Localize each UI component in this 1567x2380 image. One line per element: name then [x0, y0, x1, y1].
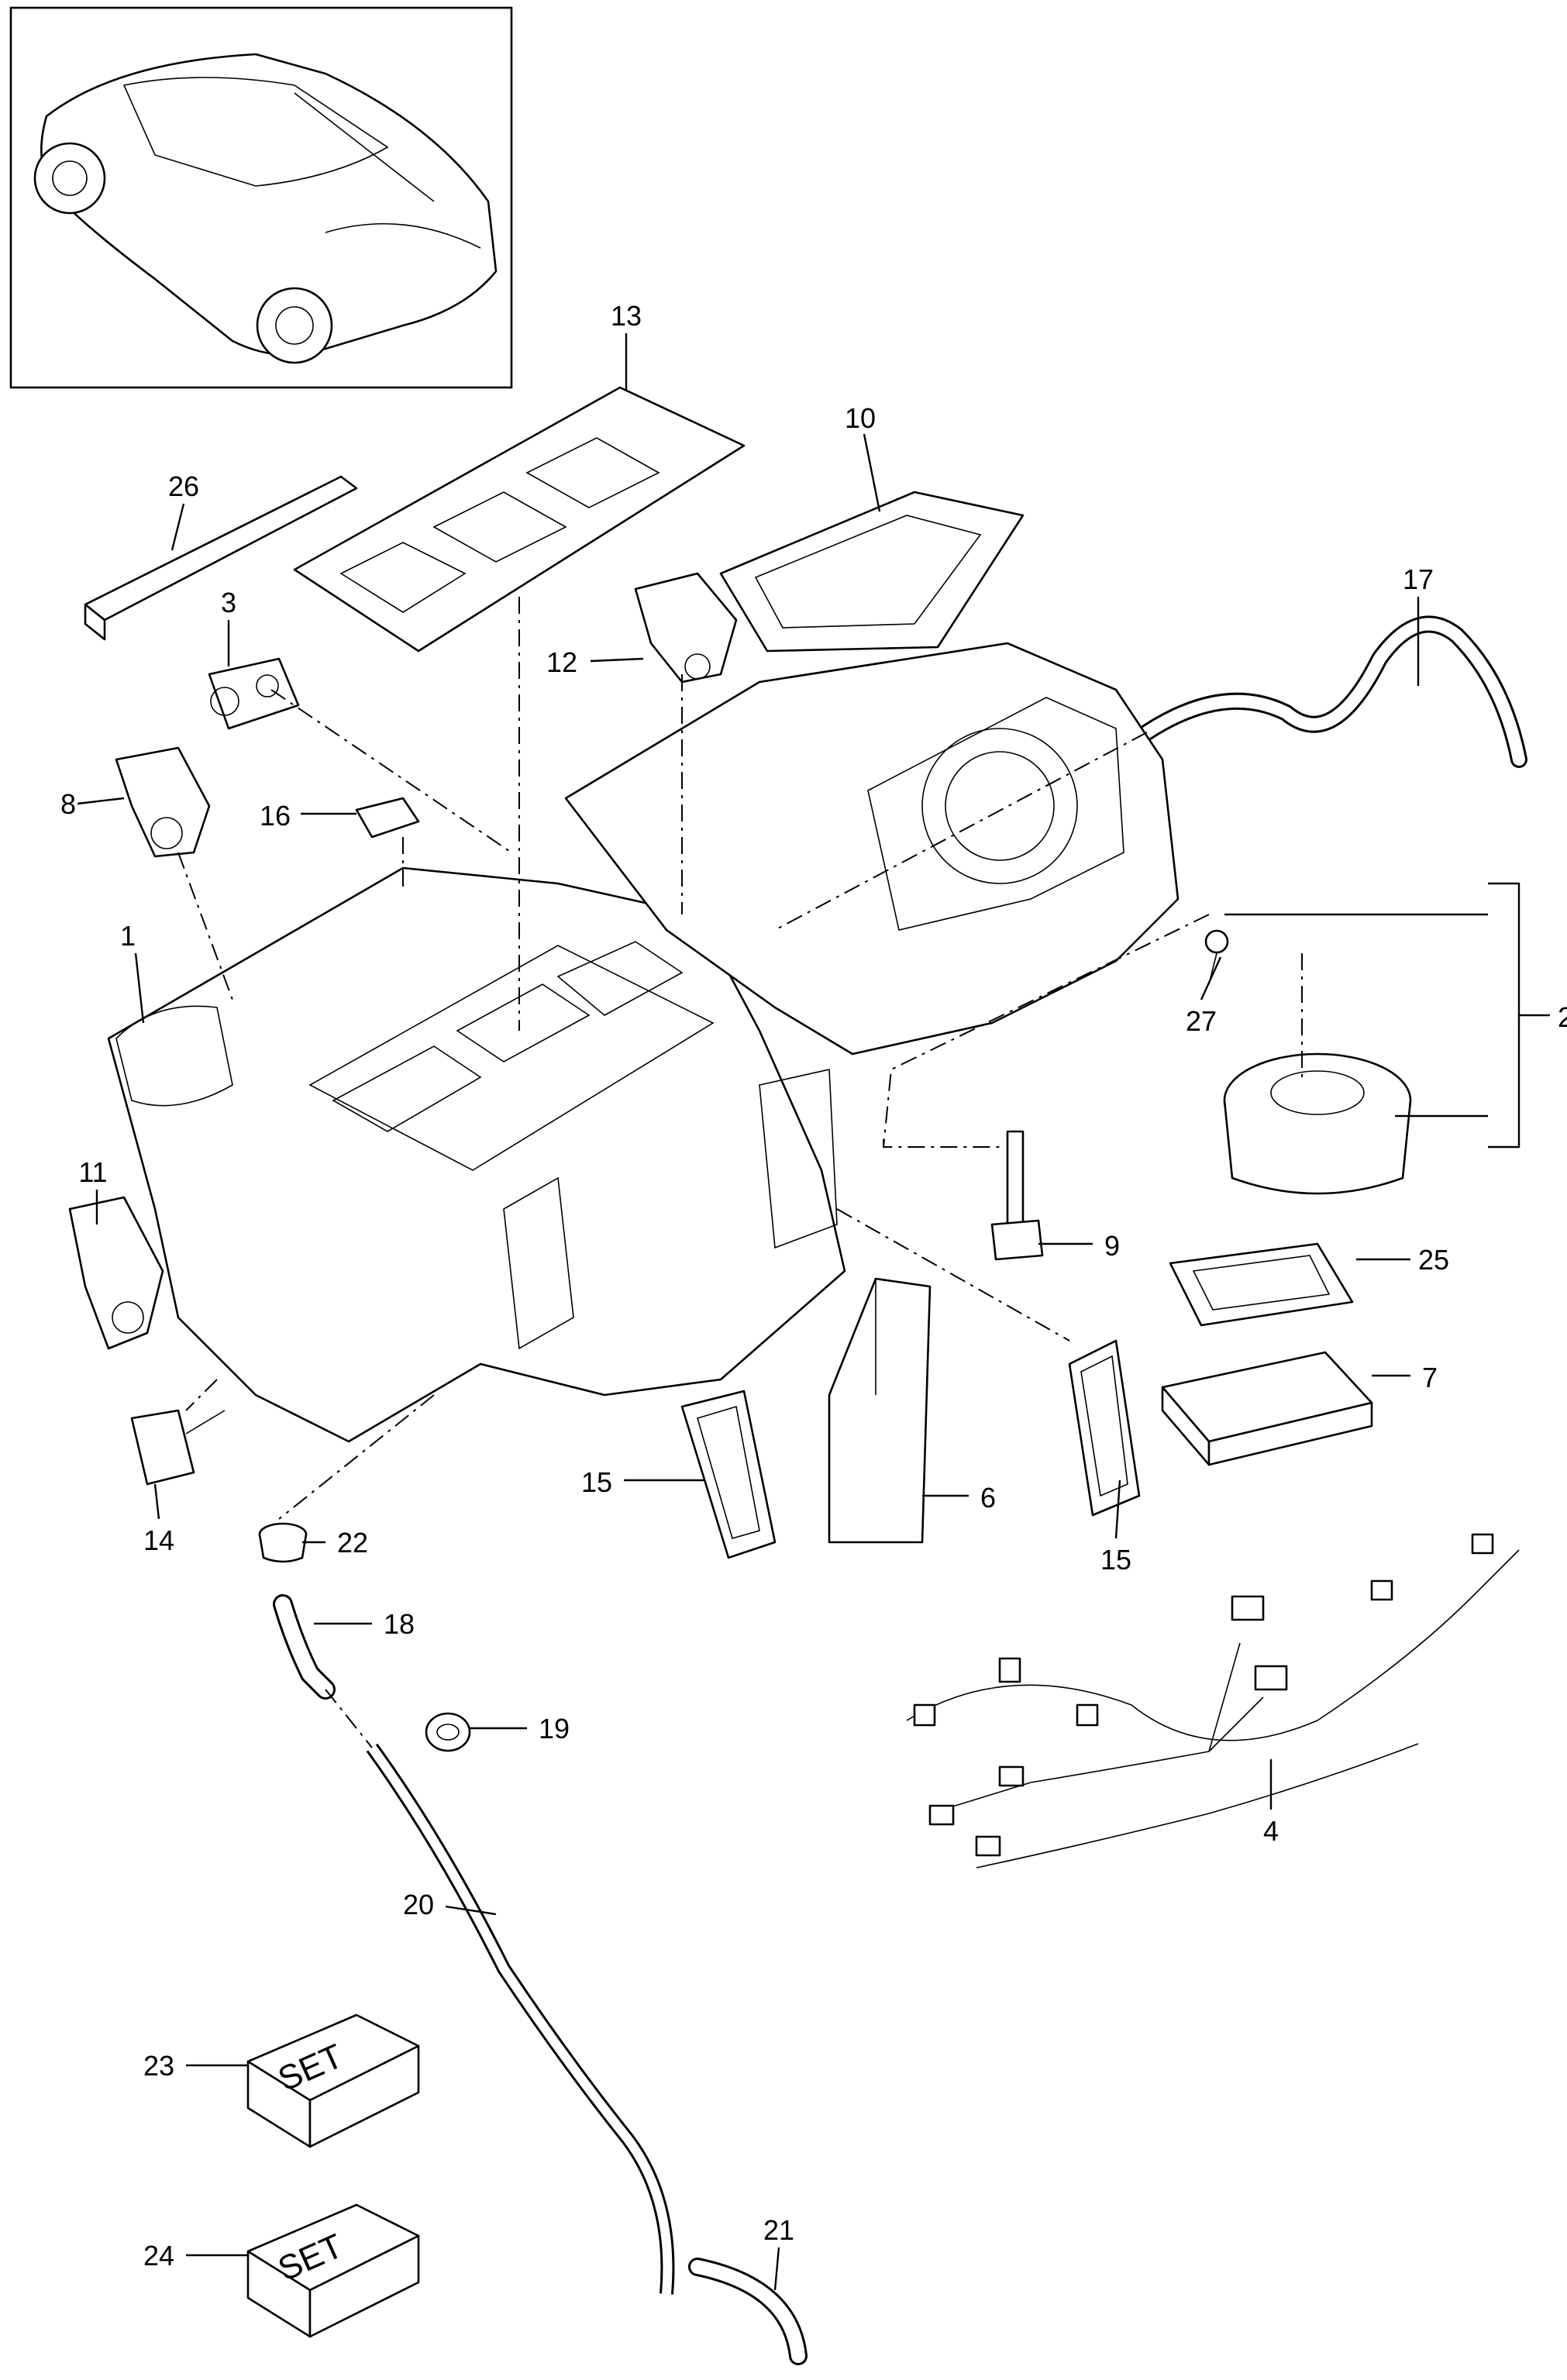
part-13-frame	[293, 386, 746, 653]
part-14-sensor	[130, 1409, 226, 1486]
callout-13: 13	[611, 300, 642, 332]
callout-10: 10	[845, 402, 876, 434]
part-20-drain-tube	[366, 1743, 675, 2295]
callout-6: 6	[980, 1482, 996, 1514]
part-27-sensor	[1204, 929, 1229, 985]
part-9-sensor	[990, 1130, 1044, 1261]
part-15-seal-right	[1068, 1339, 1141, 1517]
callout-15b: 15	[1100, 1544, 1131, 1576]
blower-housing	[564, 642, 1180, 1056]
part-25-seal	[1169, 1242, 1354, 1327]
part-15-seal-left	[680, 1390, 777, 1559]
callout-14: 14	[143, 1524, 174, 1556]
callout-11: 11	[78, 1156, 107, 1188]
part-21-fitting	[688, 2258, 808, 2365]
part-8-actuator	[115, 746, 211, 858]
part-11-actuator	[68, 1196, 164, 1350]
callout-7: 7	[1422, 1362, 1438, 1393]
callout-3: 3	[221, 587, 236, 618]
callout-27: 27	[1186, 1005, 1217, 1037]
part-7-filter	[1161, 1351, 1373, 1466]
part-6-heater-core	[828, 1277, 932, 1544]
callout-17: 17	[1403, 563, 1434, 595]
part-23-set-box: SET	[246, 2013, 420, 2148]
callout-19: 19	[539, 1713, 570, 1745]
part-2-blower-motor	[1223, 1052, 1412, 1195]
part-16-clip	[355, 797, 420, 839]
callout-12: 12	[546, 646, 577, 678]
part-10-gasket	[719, 491, 1025, 653]
callout-9: 9	[1104, 1230, 1120, 1262]
callout-15a: 15	[581, 1466, 612, 1498]
alignment-lines	[177, 597, 1303, 1748]
part-12-actuator	[634, 572, 738, 684]
callout-25: 25	[1418, 1244, 1449, 1276]
part-19-grommet	[425, 1712, 471, 1752]
vehicle-thumbnail	[9, 6, 513, 389]
part-4-wiring-harness	[906, 1533, 1520, 1869]
callout-16: 16	[260, 800, 291, 832]
callout-22: 22	[337, 1527, 368, 1559]
callout-2: 2	[1558, 1001, 1567, 1033]
callout-24: 24	[143, 2240, 174, 2272]
callout-21: 21	[763, 2214, 794, 2246]
callout-23: 23	[143, 2050, 174, 2082]
callout-8: 8	[60, 788, 76, 820]
part-22-drain-grommet	[258, 1522, 308, 1563]
leader-lines	[77, 333, 1420, 2291]
callout-26: 26	[168, 470, 199, 502]
part-18-drain-hose	[273, 1594, 336, 1700]
part-2-bracket	[1224, 882, 1550, 1149]
callout-labels: 1 2 3 4 6 7 8 9 10 11 12 13 14 15 15 16 …	[60, 300, 1567, 2272]
part-26-foam-strip	[84, 475, 358, 641]
part-1-hvac-housing	[107, 866, 846, 1443]
callout-20: 20	[403, 1889, 434, 1920]
part-24-set-box: SET	[246, 2203, 420, 2338]
callout-4: 4	[1263, 1815, 1279, 1847]
part-3-expansion-valve	[208, 657, 300, 730]
callout-1: 1	[120, 920, 136, 952]
callout-18: 18	[384, 1608, 415, 1640]
part-17-hose	[1138, 615, 1527, 768]
